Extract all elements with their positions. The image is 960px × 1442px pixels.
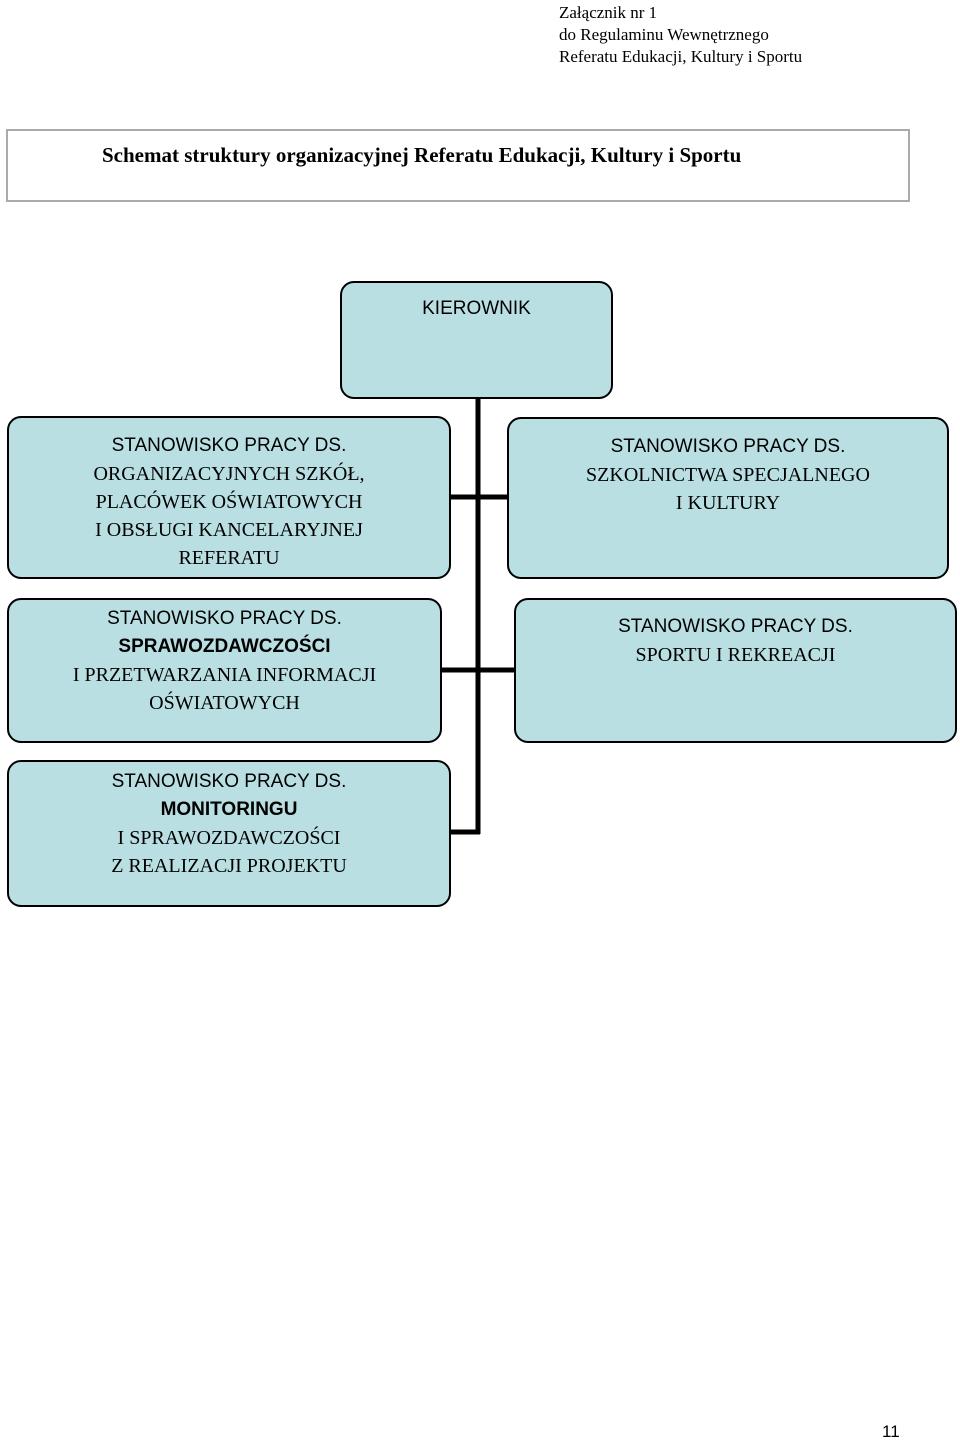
- box-kierownik: KIEROWNIK: [340, 281, 613, 399]
- box-szkolnictwa-line-2: SZKOLNICTWA SPECJALNEGO: [586, 464, 870, 486]
- box-szkolnictwa: STANOWISKO PRACY DS. SZKOLNICTWA SPECJAL…: [507, 417, 949, 579]
- box-sprawozdawczosci: STANOWISKO PRACY DS. SPRAWOZDAWCZOŚCI I …: [7, 598, 442, 743]
- box-organizacyjnych-line-3: PLACÓWEK OŚWIATOWYCH: [95, 491, 363, 513]
- box-szkolnictwa-line-3: I KULTURY: [675, 492, 781, 514]
- box-sprawozdawczosci-line-2: SPRAWOZDAWCZOŚCI: [118, 636, 331, 657]
- title-box: Schemat struktury organizacyjnej Referat…: [6, 129, 910, 202]
- box-sportu: STANOWISKO PRACY DS. SPORTU I REKREACJI: [514, 598, 957, 743]
- box-organizacyjnych-line-1: STANOWISKO PRACY DS.: [111, 435, 347, 456]
- box-organizacyjnych-line-5: REFERATU: [178, 547, 280, 569]
- box-monitoringu: STANOWISKO PRACY DS. MONITORINGU I SPRAW…: [7, 760, 451, 907]
- box-monitoringu-line-2: MONITORINGU: [160, 799, 298, 820]
- box-kierownik-label: KIEROWNIK: [422, 298, 531, 319]
- diagram-title: Schemat struktury organizacyjnej Referat…: [8, 143, 908, 168]
- box-monitoringu-line-3: I SPRAWOZDAWCZOŚCI: [117, 827, 341, 849]
- box-szkolnictwa-line-1: STANOWISKO PRACY DS.: [610, 436, 846, 457]
- box-sprawozdawczosci-line-1: STANOWISKO PRACY DS.: [107, 608, 342, 629]
- page-number: 11: [882, 1422, 900, 1441]
- box-organizacyjnych-line-4: I OBSŁUGI KANCELARYJNEJ: [95, 519, 363, 541]
- attachment-note-line-2: do Regulaminu Wewnętrznego: [559, 25, 769, 44]
- attachment-note-line-1: Załącznik nr 1: [559, 3, 658, 22]
- box-sprawozdawczosci-line-3: I PRZETWARZANIA INFORMACJI: [72, 664, 377, 686]
- box-monitoringu-line-4: Z REALIZACJI PROJEKTU: [111, 855, 347, 877]
- box-organizacyjnych-line-2: ORGANIZACYJNYCH SZKÓŁ,: [93, 463, 365, 485]
- box-organizacyjnych: STANOWISKO PRACY DS. ORGANIZACYJNYCH SZK…: [7, 416, 451, 579]
- diagram-title-text: Schemat struktury organizacyjnej Referat…: [102, 143, 742, 167]
- box-monitoringu-line-1: STANOWISKO PRACY DS.: [111, 771, 347, 792]
- attachment-note-line-3: Referatu Edukacji, Kultury i Sportu: [559, 47, 803, 66]
- box-sprawozdawczosci-line-4: OŚWIATOWYCH: [149, 692, 300, 714]
- box-sportu-line-2: SPORTU I REKREACJI: [635, 644, 836, 666]
- box-sportu-line-1: STANOWISKO PRACY DS.: [618, 616, 853, 637]
- attachment-note: Załącznik nr 1 do Regulaminu Wewnętrzneg…: [559, 2, 802, 68]
